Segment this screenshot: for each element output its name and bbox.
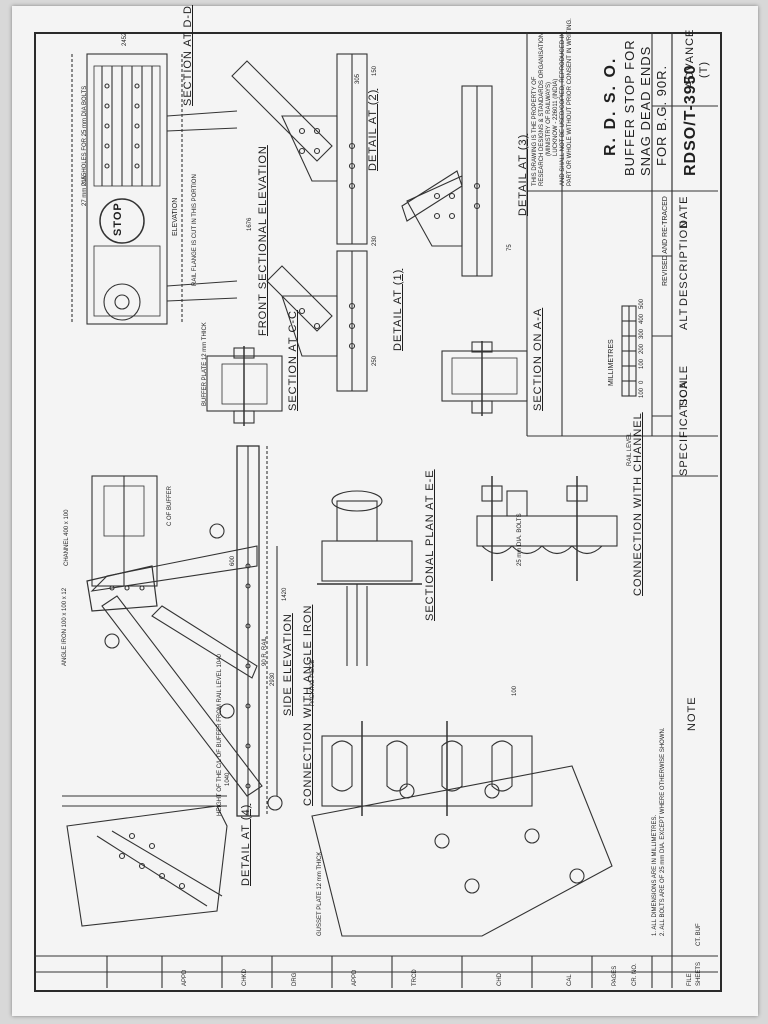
anno-height-note: HEIGHT OF THE C/L OF BUFFER FROM RAIL LE… — [217, 654, 223, 816]
dim-2155: 2155 — [82, 172, 88, 186]
scale-bar — [621, 305, 637, 397]
title-line-2: SNAG DEAD ENDS — [638, 45, 653, 176]
side-elevation-view — [86, 445, 283, 817]
advance-t-mark: (T) — [698, 60, 710, 78]
scale-tick-4: 200 — [639, 343, 645, 354]
engineering-drawing — [34, 32, 718, 988]
label-section-cc: SECTION AT C-C — [287, 310, 299, 411]
drawing-border — [34, 32, 722, 992]
anno-rail-level: RAIL LEVEL — [627, 432, 633, 466]
note-2: 2. ALL BOLTS ARE OF 25 mm DIA. EXCEPT WH… — [660, 727, 666, 937]
sign-sheets: SHEETS — [696, 961, 702, 986]
section-aa-view — [441, 341, 528, 416]
dim-75: 75 — [507, 244, 513, 251]
sign-trcd: TRCD — [412, 969, 418, 986]
anno-bolts: 25 mm DIA. BOLTS — [517, 513, 523, 566]
label-section-plan-ee: SECTIONAL PLAN AT E-E — [424, 469, 436, 621]
dim-100: 100 — [512, 685, 518, 696]
sign-file: FILE — [687, 973, 693, 986]
connection-angle-view — [311, 721, 613, 937]
scale-tick-7: 500 — [639, 298, 645, 309]
scale-tick-5: 300 — [639, 328, 645, 339]
label-detail-3: DETAIL AT (3) — [517, 133, 529, 216]
section-plan-ee-view — [317, 490, 422, 666]
sign-drg: DRG — [292, 972, 298, 986]
property-line-5: AND SHALL NOT BE USED/COPIED, REPRODUCED… — [560, 32, 566, 186]
advance-mark: ADVANCE — [684, 28, 696, 88]
dim-305: 305 — [355, 73, 361, 84]
label-front-sectional: FRONT SECTIONAL ELEVATION — [257, 145, 269, 336]
label-detail-2: DETAIL AT (2) — [367, 88, 379, 171]
section-dd-view — [71, 53, 238, 325]
dim-250: 250 — [372, 355, 378, 366]
col-description: DESCRIPTION — [678, 219, 690, 306]
dim-230: 230 — [372, 235, 378, 246]
dim-1676: 1676 — [247, 217, 253, 231]
property-line-6: PART OR WHOLE WITHOUT PRIOR CONSENT IN W… — [567, 18, 573, 186]
sign-appd-2: APPD — [182, 969, 188, 986]
property-line-2: RESEARCH DESIGNS & STANDARDS ORGANISATIO… — [539, 32, 545, 186]
anno-packing-piece: PACKING PIECE — [310, 659, 316, 706]
scale-label: MILLIMETRES — [608, 339, 615, 386]
label-detail-1: DETAIL AT (1) — [392, 268, 404, 351]
property-line-4: LUCKNOW - 226011 (INDIA) — [553, 78, 559, 156]
scale-tick-2: 0 — [639, 380, 645, 384]
label-side-elevation: SIDE ELEVATION — [282, 613, 294, 716]
label-elevation: ELEVATION — [172, 197, 179, 236]
anno-channel: CHANNEL 400 x 100 — [64, 509, 70, 566]
property-line-3: (MINISTRY OF RAILWAYS) — [546, 81, 552, 156]
sign-chkd: CHKD — [242, 968, 248, 986]
dim-600: 600 — [230, 555, 236, 566]
title-line-1: BUFFER STOP FOR — [622, 39, 637, 176]
label-detail-4: DETAIL AT (4) — [240, 803, 252, 886]
detail-3-view — [401, 85, 493, 277]
title-block-lines — [34, 32, 718, 988]
detail-1-view — [266, 250, 368, 392]
stop-sign-text: STOP — [112, 202, 124, 236]
sign-ctbuf: CT. BUF — [696, 923, 702, 946]
property-line-1: THIS DRAWING IS THE PROPERTY OF — [532, 76, 538, 186]
sign-chd: CHD — [497, 973, 503, 986]
drawing-sheet: RDSO/T-3950 ADVANCE (T) R. D. S. O. BUFF… — [12, 5, 758, 1016]
revised-note: REVISED AND RE-TRACED — [662, 196, 669, 286]
sign-appd: APPD — [352, 969, 358, 986]
anno-rail-flange: RAIL FLANGE IS CUT IN THIS PORTION — [192, 174, 198, 286]
col-date: DATE — [678, 195, 690, 228]
detail-4-view — [62, 795, 228, 927]
scale-tick-1: 100 — [639, 387, 645, 398]
anno-gusset-plate: GUSSET PLATE 12 mm THICK — [317, 851, 323, 936]
scale-tick-6: 400 — [639, 313, 645, 324]
anno-c-buffer: C OF BUFFER — [167, 486, 173, 526]
connection-channel-view — [476, 476, 618, 581]
dim-1040: 1040 — [225, 772, 231, 786]
dim-150: 150 — [372, 65, 378, 76]
anno-rail-90: 90 R. RAIL — [262, 636, 268, 666]
sign-cal: CAL — [567, 974, 573, 986]
org-title: R. D. S. O. — [602, 56, 619, 156]
dim-1420: 1420 — [282, 587, 288, 601]
col-scale: SCALE — [678, 364, 690, 406]
label-section-dd: SECTION AT D-D — [182, 5, 194, 106]
dim-2452: 2452 — [122, 32, 128, 46]
title-line-3: FOR B.G. 90R. — [654, 64, 669, 166]
scale-tick-3: 100 — [639, 358, 645, 369]
detail-2-view — [231, 53, 368, 245]
anno-hole-note: 27 mm DIA. HOLES FOR 25 mm DIA BOLTS — [82, 85, 88, 206]
note-1: 1. ALL DIMENSIONS ARE IN MILLIMETRES. — [652, 814, 658, 936]
note-label: NOTE — [686, 696, 698, 731]
section-cc-view — [206, 346, 283, 426]
col-alt: ALT — [678, 307, 690, 330]
label-conn-channel: CONNECTION WITH CHANNEL — [632, 412, 644, 596]
dim-2930: 2930 — [270, 672, 276, 686]
label-section-aa: SECTION ON A-A — [532, 307, 544, 411]
sign-pages: PAGES — [612, 965, 618, 986]
sign-crno: CR. NO. — [632, 963, 638, 986]
anno-buffer-plate: BUFFER PLATE 12 mm THICK — [202, 322, 208, 406]
anno-angle-iron: ANGLE IRON 100 x 100 x 12 — [62, 587, 68, 666]
